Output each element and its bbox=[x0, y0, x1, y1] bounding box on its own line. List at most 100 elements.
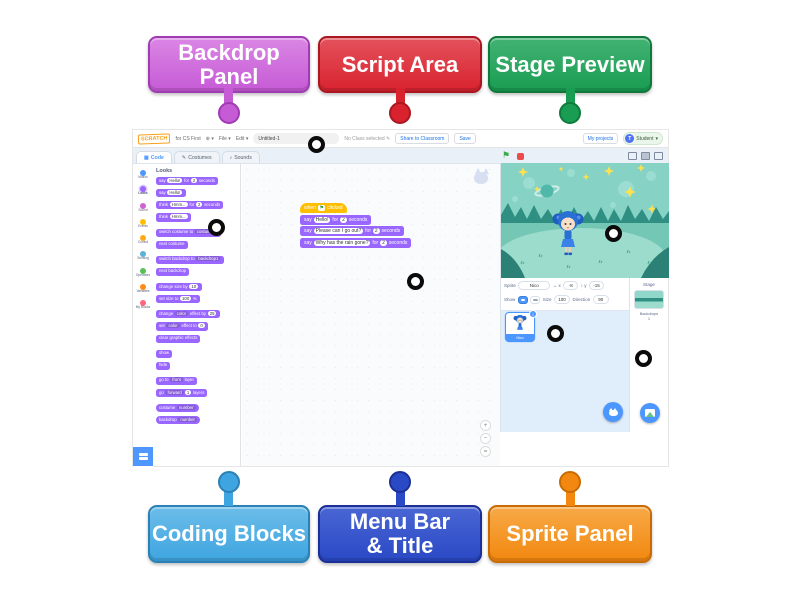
y-label: ↕ y bbox=[580, 283, 587, 288]
large-stage-icon[interactable] bbox=[641, 152, 650, 160]
sprite-x-input[interactable]: -8 bbox=[563, 281, 579, 290]
answer-marker-coding-blocks[interactable] bbox=[207, 218, 225, 236]
planet-icon bbox=[534, 184, 560, 198]
category-label: Variables bbox=[136, 289, 150, 294]
palette-block[interactable]: backdrop number bbox=[156, 416, 201, 425]
category-events[interactable]: Events bbox=[133, 218, 153, 234]
category-looks[interactable]: Looks bbox=[133, 186, 153, 201]
edit-menu[interactable]: Edit ▾ bbox=[235, 135, 249, 142]
palette-block[interactable]: switch backdrop to backdrop1 bbox=[156, 255, 224, 264]
file-menu[interactable]: File ▾ bbox=[218, 135, 231, 142]
label-text: & Title bbox=[366, 533, 434, 558]
tab-bar: ▦ Code ✎ Costumes ♪ Sounds ⚑ bbox=[133, 148, 668, 164]
green-flag-icon[interactable]: ⚑ bbox=[502, 150, 511, 160]
script-area[interactable]: when ⚑ clicked say Hello! for 2 seconds … bbox=[242, 164, 500, 466]
category-label: Sensing bbox=[137, 256, 149, 261]
label-text: Coding Blocks bbox=[151, 521, 306, 547]
zoom-reset-button[interactable]: = bbox=[480, 446, 491, 457]
palette-block[interactable]: show bbox=[156, 349, 173, 358]
share-to-classroom-button[interactable]: Share to Classroom bbox=[395, 133, 450, 144]
sprite-name-input[interactable]: Nico bbox=[518, 281, 551, 290]
sprite-direction-input[interactable]: 90 bbox=[592, 295, 609, 304]
label-menu-bar-title[interactable]: Menu Bar & Title bbox=[318, 505, 482, 563]
palette-block[interactable]: switch costume to costume2 bbox=[156, 228, 221, 237]
stop-icon[interactable] bbox=[517, 153, 524, 160]
user-name: Student bbox=[636, 135, 654, 142]
project-title-input[interactable]: Untitled-1 bbox=[253, 133, 340, 144]
palette-block[interactable]: think Hmm... for 2 seconds bbox=[156, 201, 224, 210]
backdrop-thumbnail[interactable] bbox=[634, 290, 664, 309]
label-stage-preview[interactable]: Stage Preview bbox=[488, 36, 652, 93]
palette-block[interactable]: change size by 10 bbox=[156, 283, 202, 292]
stage-panel-title: Stage bbox=[642, 282, 655, 287]
say-block[interactable]: say Why has the rain gone? for 2 seconds bbox=[300, 237, 412, 248]
choose-backdrop-button[interactable] bbox=[639, 403, 660, 423]
palette-block[interactable]: set size to 100 % bbox=[156, 295, 200, 304]
answer-marker-menu-bar-title[interactable] bbox=[307, 135, 325, 153]
palette-block[interactable]: next backdrop bbox=[156, 267, 189, 276]
category-control[interactable]: Control bbox=[133, 235, 153, 250]
sprite-watermark-icon bbox=[474, 168, 490, 184]
palette-block[interactable]: next costume bbox=[156, 240, 188, 249]
category-motion[interactable]: Motion bbox=[133, 170, 153, 185]
category-label: Looks bbox=[138, 191, 148, 196]
palette-block[interactable]: go forward 1 layers bbox=[156, 389, 208, 398]
label-connector-dot bbox=[218, 102, 240, 124]
answer-marker-stage-preview[interactable] bbox=[604, 224, 622, 242]
choose-sprite-button[interactable] bbox=[603, 402, 623, 422]
sprite-size-input[interactable]: 100 bbox=[554, 295, 571, 304]
label-text: Menu Bar bbox=[349, 509, 451, 535]
palette-block[interactable]: say Hello! for 2 seconds bbox=[156, 177, 218, 186]
category-sound[interactable]: Sound bbox=[133, 202, 153, 218]
editor-tabs: ▦ Code ✎ Costumes ♪ Sounds bbox=[136, 151, 260, 163]
show-toggle-off[interactable] bbox=[530, 295, 541, 304]
info-badge[interactable]: i bbox=[529, 310, 537, 318]
palette-block[interactable]: go to front layer bbox=[156, 376, 197, 385]
answer-marker-backdrop-panel[interactable] bbox=[634, 349, 652, 367]
show-toggle-on[interactable] bbox=[517, 295, 528, 304]
class-status[interactable]: No Class selected ✎ bbox=[344, 135, 391, 142]
label-connector-dot bbox=[559, 102, 581, 124]
when-flag-clicked-block[interactable]: when ⚑ clicked bbox=[300, 203, 347, 213]
label-backdrop-panel[interactable]: Backdrop Panel bbox=[148, 36, 310, 93]
fullscreen-icon[interactable] bbox=[654, 152, 663, 160]
category-operators[interactable]: Operators bbox=[133, 267, 153, 283]
sprite-y-input[interactable]: -15 bbox=[589, 281, 605, 290]
tab-costumes[interactable]: ✎ Costumes bbox=[173, 151, 220, 163]
label-text: Script Area bbox=[341, 51, 459, 77]
stage-preview[interactable] bbox=[496, 163, 669, 288]
add-extension-button[interactable] bbox=[133, 447, 153, 466]
small-stage-icon[interactable] bbox=[628, 152, 637, 160]
language-globe-icon[interactable]: ⊕ ▾ bbox=[205, 135, 214, 142]
category-dot bbox=[140, 235, 146, 242]
account-menu[interactable]: T Student ▾ bbox=[623, 132, 663, 145]
say-block[interactable]: say Hello! for 2 seconds bbox=[300, 214, 372, 225]
palette-block[interactable]: think Hmm... bbox=[156, 213, 192, 222]
palette-block[interactable]: change color effect by 25 bbox=[156, 310, 220, 319]
zoom-in-button[interactable]: + bbox=[480, 420, 491, 431]
my-projects-button[interactable]: My projects bbox=[582, 133, 619, 144]
label-coding-blocks[interactable]: Coding Blocks bbox=[148, 505, 310, 563]
category-my-blocks[interactable]: My Blocks bbox=[133, 300, 153, 315]
category-dot bbox=[140, 202, 146, 209]
palette-block[interactable]: clear graphic effects bbox=[156, 334, 201, 343]
palette-block[interactable]: say Hello! bbox=[156, 189, 186, 198]
save-button[interactable]: Save bbox=[454, 133, 476, 144]
product-name: for CS First bbox=[175, 135, 201, 142]
palette-block[interactable]: hide bbox=[156, 361, 171, 370]
category-sensing[interactable]: Sensing bbox=[133, 251, 153, 266]
sprite-label: Sprite bbox=[504, 283, 516, 288]
answer-marker-sprite-panel[interactable] bbox=[546, 324, 564, 342]
tab-sounds[interactable]: ♪ Sounds bbox=[221, 151, 260, 163]
category-variables[interactable]: Variables bbox=[133, 284, 153, 299]
answer-marker-script-area[interactable] bbox=[406, 272, 424, 290]
label-script-area[interactable]: Script Area bbox=[318, 36, 482, 93]
zoom-out-button[interactable]: − bbox=[480, 433, 491, 444]
say-block[interactable]: say Please can I go out? for 2 seconds bbox=[300, 226, 405, 236]
label-sprite-panel[interactable]: Sprite Panel bbox=[488, 505, 652, 563]
scratch-logo[interactable]: SCRATCH bbox=[137, 132, 171, 145]
tab-code[interactable]: ▦ Code bbox=[136, 151, 172, 163]
palette-block[interactable]: set color effect to 0 bbox=[156, 322, 209, 331]
palette-block[interactable]: costume number bbox=[156, 404, 200, 413]
sprite-thumbnail-card[interactable]: i Nico bbox=[505, 310, 537, 342]
